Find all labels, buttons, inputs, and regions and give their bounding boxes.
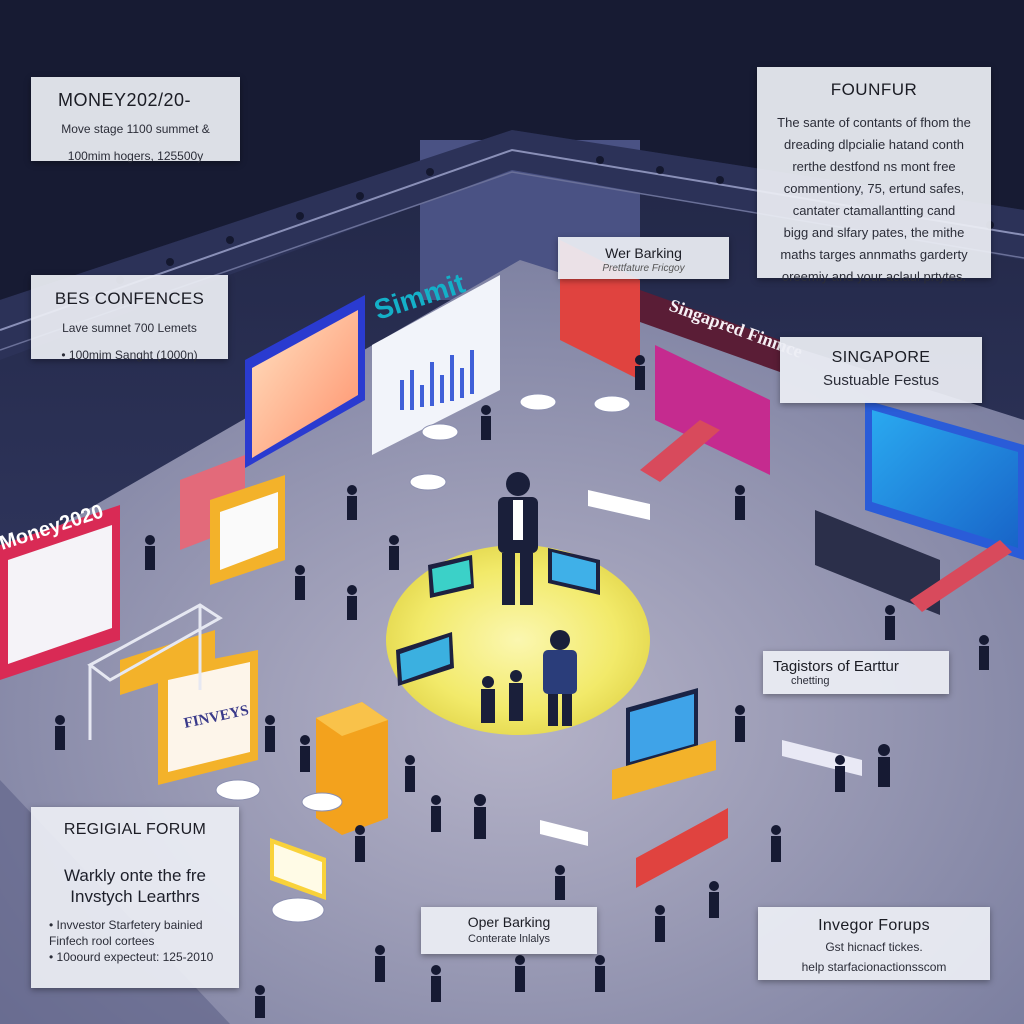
panel-line: maths targes annmaths garderty [780, 247, 968, 262]
panel-subtitle: Prettfature Fricgoy [602, 263, 685, 274]
panel-title: Invegor Forups [818, 917, 930, 934]
panel-subtitle: chetting [791, 675, 830, 687]
panel-subtitle: Conterate lnlalys [468, 933, 550, 945]
panel-headline: Warkly onte the fre [63, 866, 207, 885]
panel-title: Wer Barking [605, 245, 682, 261]
panel-line: bigg and slfary pates, the mithe [783, 225, 965, 240]
founfur-info-panel: FOUNFUR The sante of contants of fhom th… [757, 67, 991, 284]
regional-forum-panel: REGIGIAL FORUM Warkly onte the fre Invst… [31, 807, 239, 988]
panel-title: FOUNFUR [830, 80, 918, 99]
investor-forums-panel: Invegor Forups Gst hicnacf tickes. help … [758, 907, 990, 980]
money2020-info-panel: MONEY202/20- Move stage 1100 summet & 10… [31, 77, 240, 163]
panel-line: Gst hicnacf tickes. [825, 940, 923, 954]
panel-line: oreemiy and your aclaul prtytes. [781, 269, 967, 284]
panel-line: help starfacionactionsscom [801, 960, 947, 974]
panel-headline: Invstych Learthrs [70, 887, 200, 906]
panel-line: • 100mim Sanght (1000n) [61, 348, 198, 362]
panel-line: cantater ctamallantting cand [792, 203, 956, 218]
singapore-panel: SINGAPORE Sustuable Festus [780, 337, 982, 403]
panel-line: Finfech rool cortees [49, 934, 155, 948]
panel-title: Oper Barking [467, 914, 551, 930]
panel-line: The sante of contants of fhom the [777, 115, 971, 130]
panel-title: REGIGIAL FORUM [63, 821, 207, 838]
oper-barking-panel: Oper Barking Conterate lnlalys [421, 907, 597, 954]
wer-barking-panel: Wer Barking Prettfature Fricgoy [558, 237, 729, 279]
panel-line: Move stage 1100 summet & [61, 122, 210, 136]
panel-title: Tagistors of Earttur [773, 658, 899, 675]
panel-title: SINGAPORE [831, 349, 931, 366]
panel-line: • Invvestor Starfetery bainied [49, 918, 203, 932]
bes-conferences-panel: BES CONFENCES Lave sumnet 700 Lemets • 1… [31, 275, 228, 362]
panel-title: BES CONFENCES [54, 289, 205, 308]
tagistors-panel: Tagistors of Earttur chetting [763, 651, 949, 694]
panel-line: • 10oourd expecteut: 125-2010 [49, 950, 214, 964]
panel-line: rerthe destfond ns mont free [792, 159, 956, 174]
panel-line: dreading dlpcialie hatand conth [784, 137, 964, 152]
panel-subtitle: Sustuable Festus [823, 372, 939, 389]
panel-line: Lave sumnet 700 Lemets [62, 321, 197, 335]
panel-line: 100mim hogers, 125500y [67, 149, 204, 163]
panel-title: MONEY202/20- [58, 90, 192, 110]
panel-line: commentiony, 75, ertund safes, [783, 181, 965, 196]
